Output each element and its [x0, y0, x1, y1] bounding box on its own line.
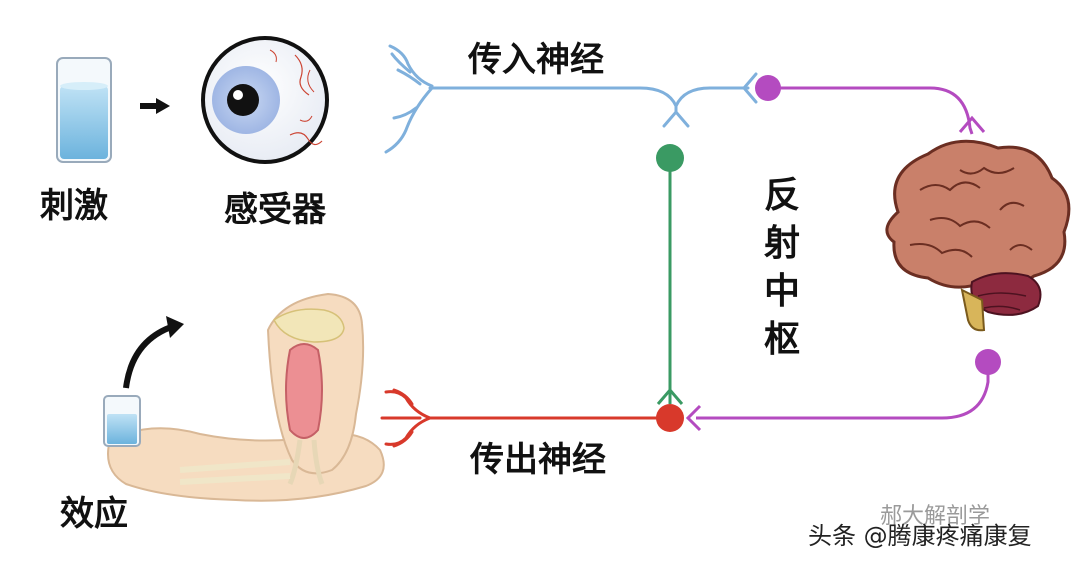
interneuron-path — [656, 144, 684, 405]
motor-neuron-body — [656, 404, 684, 432]
wechat-watermark: 郝大解剖学 — [880, 504, 991, 529]
curved-arrow-icon — [123, 323, 176, 389]
efferent-nerve-label: 传出神经 — [470, 440, 606, 480]
brain-icon — [885, 139, 1071, 332]
central-neuron-bottom — [685, 349, 1001, 432]
central-neuron-top — [755, 75, 986, 135]
afferent-nerve-label: 传入神经 — [468, 40, 604, 80]
arrow-right-icon — [140, 98, 170, 114]
stimulus-label: 刺激 — [40, 186, 108, 226]
efferent-nerve-path — [380, 388, 672, 448]
stimulus-glass-icon — [56, 57, 112, 163]
reflex-center-label: 反射中枢 — [763, 175, 800, 360]
arm-effector-icon — [103, 292, 385, 502]
receptor-label: 感受器 — [224, 190, 326, 230]
eyeball-receptor-icon — [201, 36, 329, 164]
toutiao-watermark: 头条 @腾康疼痛康复 — [808, 522, 1032, 550]
afferent-nerve-path — [384, 44, 758, 154]
curved-arrowhead-icon — [166, 316, 184, 338]
effector-label: 效应 — [60, 494, 128, 534]
